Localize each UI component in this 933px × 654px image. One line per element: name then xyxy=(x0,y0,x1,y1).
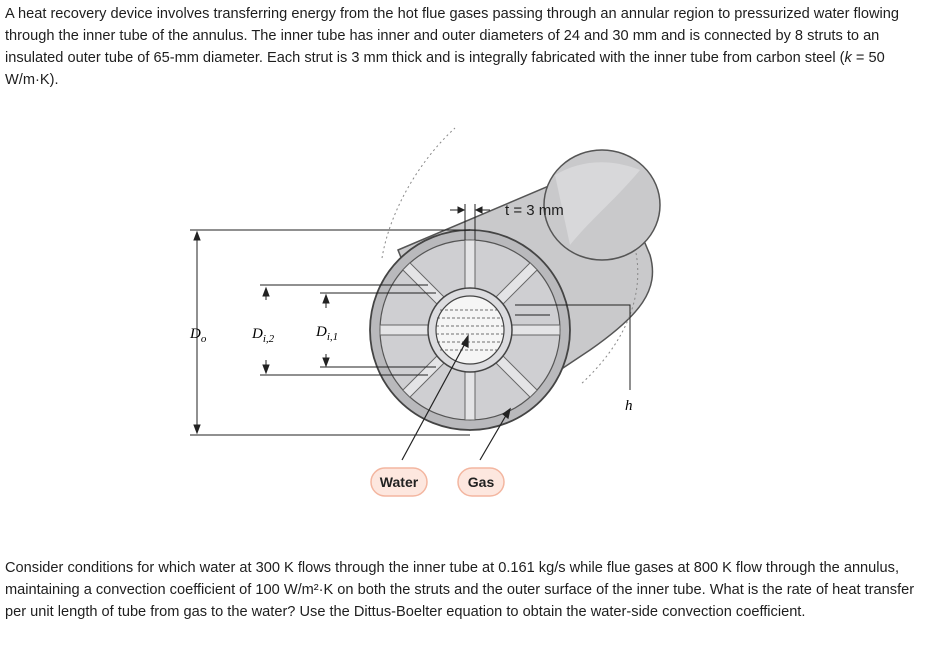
water-label: Water xyxy=(380,474,419,490)
gas-arrow xyxy=(479,407,511,461)
water-arrow xyxy=(401,334,469,461)
do-label: Do xyxy=(189,326,207,345)
h-indicator xyxy=(515,304,631,390)
intro-text: A heat recovery device involves transfer… xyxy=(5,6,899,66)
do-dimension xyxy=(190,229,470,436)
heat-exchanger-figure: t = 3 mm Do Di,2 Di,1 h xyxy=(189,127,661,497)
k-symbol: k xyxy=(844,50,852,66)
problem-question: Consider conditions for which water at 3… xyxy=(5,560,915,620)
gas-label: Gas xyxy=(468,474,495,490)
k-value: = 50 W/m·K). xyxy=(5,50,885,88)
di1-label: Di,1 xyxy=(315,324,338,343)
di2-label: Di,2 xyxy=(251,326,275,345)
di2-dimension xyxy=(260,284,428,376)
problem-intro: A heat recovery device involves transfer… xyxy=(5,3,920,91)
h-label: h xyxy=(625,398,633,414)
thickness-label: t = 3 mm xyxy=(505,202,564,219)
di1-dimension xyxy=(320,292,436,368)
insulation-top xyxy=(381,127,456,259)
inner-tube-bore xyxy=(435,295,505,365)
water-hatching xyxy=(436,309,504,351)
thickness-arrows xyxy=(450,204,490,240)
gas-badge xyxy=(457,467,505,497)
water-badge xyxy=(370,467,428,497)
